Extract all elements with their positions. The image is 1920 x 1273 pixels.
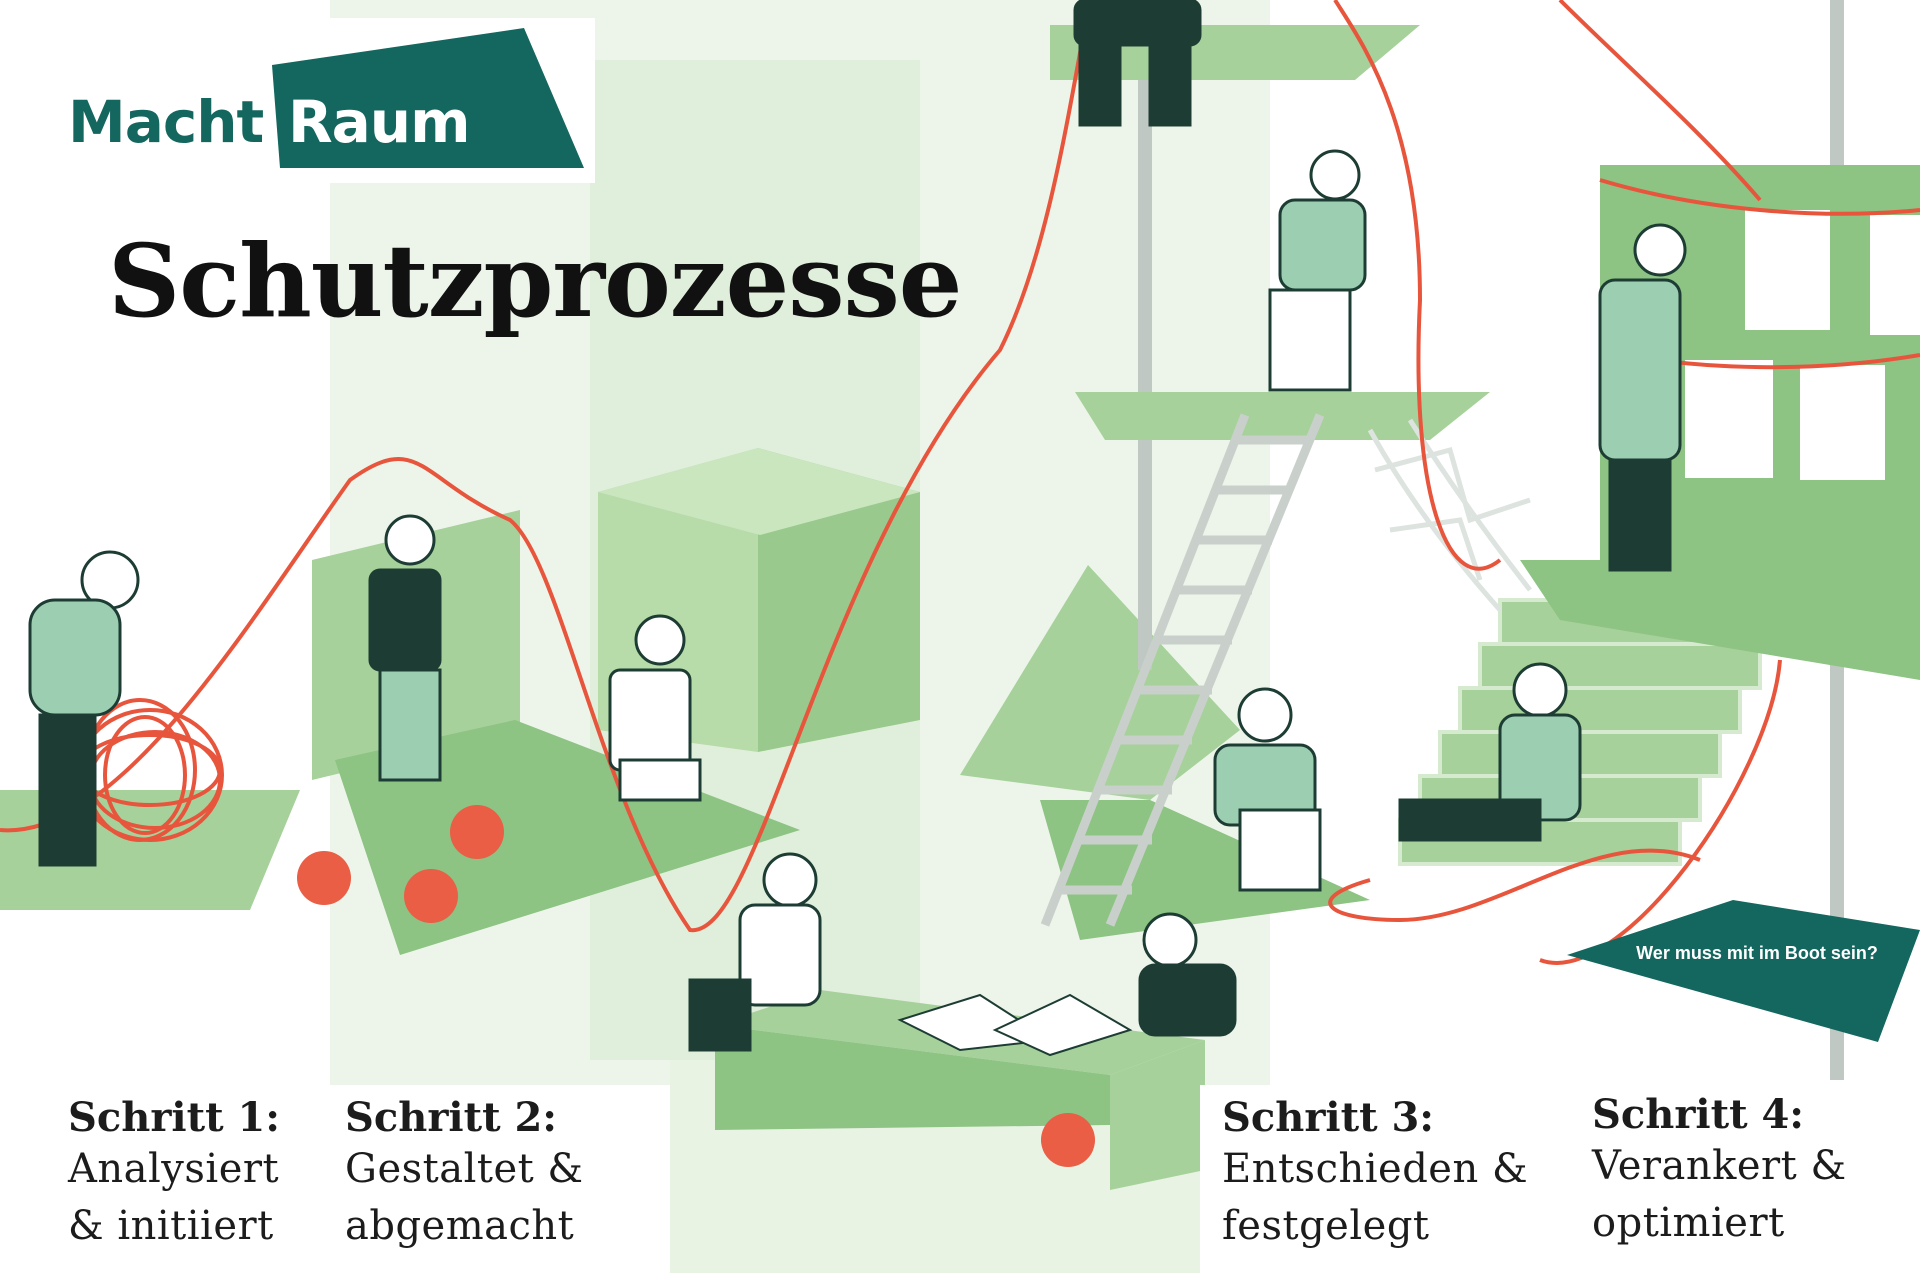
caption-background bbox=[330, 1085, 670, 1273]
person-figure bbox=[28, 550, 140, 867]
logo-word-raum: Raum bbox=[288, 88, 471, 156]
step-4: Schritt 4: Verankert & optimiert bbox=[1592, 1092, 1847, 1252]
step-text-line: optimiert bbox=[1592, 1199, 1785, 1246]
machtraum-logo: Macht Raum bbox=[0, 0, 600, 185]
caption-background bbox=[1580, 1085, 1920, 1273]
step-text-line: & initiiert bbox=[68, 1202, 274, 1249]
step-text-line: Entschieden & bbox=[1222, 1146, 1529, 1192]
ladder bbox=[1040, 413, 1325, 927]
caption-background bbox=[0, 1085, 330, 1273]
boat-sign-label: Wer muss mit im Boot sein? bbox=[1636, 943, 1878, 963]
person-figure bbox=[608, 614, 702, 802]
red-rope bbox=[0, 0, 1092, 933]
step-text-line: Analysiert bbox=[68, 1146, 280, 1192]
rope-net bbox=[1367, 418, 1532, 612]
step-3: Schritt 3: Entschieden & festgelegt bbox=[1222, 1095, 1528, 1255]
caption-background bbox=[1200, 1085, 1580, 1273]
step-text-line: Verankert & bbox=[1592, 1143, 1847, 1189]
step-heading: Schritt 2: bbox=[345, 1094, 558, 1141]
bench-side bbox=[1110, 1040, 1205, 1190]
person-figure bbox=[1268, 149, 1367, 392]
person-figure bbox=[368, 514, 442, 782]
boat-sign-shape bbox=[1567, 900, 1920, 1042]
upper-deck bbox=[1520, 560, 1920, 680]
step-2: Schritt 2: Gestaltet & abgemacht bbox=[345, 1095, 584, 1255]
person-figure bbox=[1138, 912, 1237, 1037]
person-figure bbox=[688, 852, 822, 1052]
orange-dot bbox=[297, 805, 1095, 1167]
bench-front bbox=[715, 1025, 1110, 1130]
person-figure bbox=[1213, 687, 1322, 892]
logo-word-macht: Macht bbox=[68, 88, 264, 156]
logo-shape bbox=[272, 28, 584, 168]
red-rope bbox=[1599, 178, 1920, 216]
red-rope bbox=[1333, 0, 1502, 571]
step-heading: Schritt 3: bbox=[1222, 1094, 1435, 1141]
step-1: Schritt 1: Analysiert & initiiert bbox=[68, 1095, 280, 1255]
red-rope bbox=[1539, 659, 1782, 965]
person-figure bbox=[1398, 662, 1582, 842]
page-title: Schutzprozesse bbox=[108, 222, 962, 340]
person-figure bbox=[1073, 0, 1202, 127]
red-rope bbox=[1328, 848, 1701, 923]
red-rope bbox=[1558, 0, 1762, 202]
box-rim bbox=[598, 448, 920, 535]
step-text-line: Gestaltet & bbox=[345, 1146, 584, 1192]
step-text-line: festgelegt bbox=[1222, 1202, 1430, 1249]
mid-platform bbox=[1075, 392, 1490, 440]
step-text-line: abgemacht bbox=[345, 1202, 575, 1249]
person-figure bbox=[1598, 223, 1687, 572]
paper-sheet bbox=[992, 993, 1133, 1057]
step-heading: Schritt 4: bbox=[1592, 1091, 1805, 1138]
posters bbox=[1685, 210, 1920, 480]
pole bbox=[1138, 70, 1152, 670]
step-heading: Schritt 1: bbox=[68, 1094, 281, 1141]
